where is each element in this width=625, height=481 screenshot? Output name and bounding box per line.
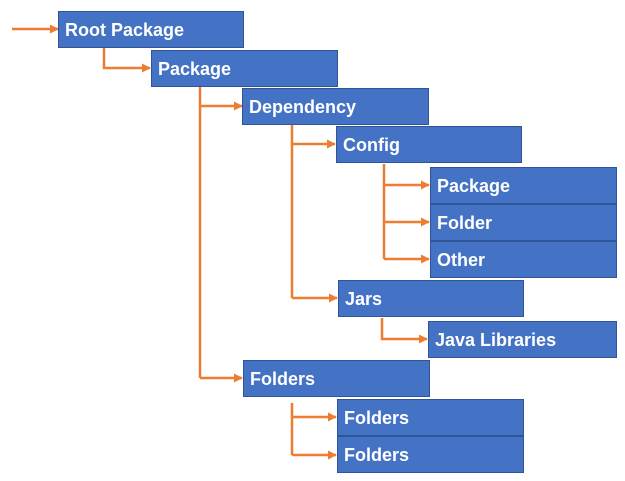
node-dependency: Dependency [242,88,429,125]
connector-jars-to-java-libraries [380,318,428,344]
node-folders-child-1: Folders [337,399,524,436]
node-package: Package [151,50,338,87]
node-root-package: Root Package [58,11,244,48]
node-config-folder: Folder [430,204,617,241]
node-config-package: Package [430,167,617,204]
node-config-other: Other [430,241,617,278]
node-config: Config [336,126,522,163]
node-folders: Folders [243,360,430,397]
node-java-libraries: Java Libraries [428,321,617,358]
node-jars: Jars [338,280,524,317]
connector-root-to-package [102,47,151,73]
node-folders-child-2: Folders [337,436,524,473]
